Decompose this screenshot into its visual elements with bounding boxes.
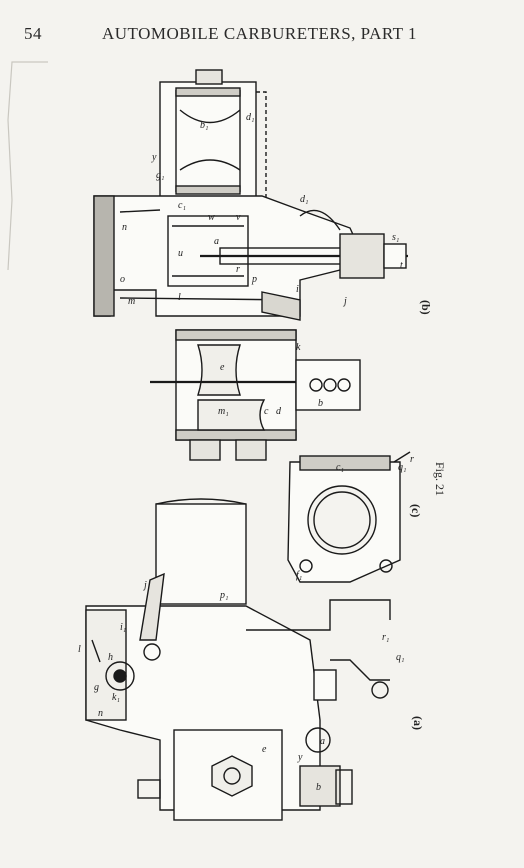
svg-text:i: i: [296, 284, 299, 295]
svg-text:n: n: [122, 222, 127, 233]
diagram-a-callouts: j p₁ h i₁ l g k₁ n r₁ q₁ a b e y: [78, 580, 404, 793]
svg-text:g: g: [94, 682, 99, 693]
margin-pencil-mark: [7, 61, 48, 271]
svg-text:b: b: [316, 782, 321, 793]
svg-text:y: y: [297, 752, 303, 763]
svg-text:m₁: m₁: [218, 406, 229, 417]
svg-text:a: a: [214, 236, 219, 247]
svg-text:j: j: [142, 580, 147, 591]
panel-label-a: (a): [411, 716, 425, 730]
svg-text:a: a: [320, 736, 325, 747]
svg-text:h: h: [108, 652, 113, 663]
svg-text:s₁: s₁: [392, 232, 399, 243]
panel-label-c: (c): [409, 504, 423, 517]
svg-text:n: n: [98, 708, 103, 719]
svg-text:r₁: r₁: [382, 632, 389, 643]
svg-text:b₁: b₁: [200, 120, 208, 131]
diagram-b-sectional-view: [93, 69, 408, 461]
figure-caption: Fig. 21: [433, 462, 447, 496]
svg-text:i₁: i₁: [120, 622, 126, 633]
svg-text:q₁: q₁: [398, 462, 406, 473]
svg-text:k: k: [296, 342, 301, 353]
svg-text:l: l: [178, 292, 181, 303]
svg-text:e: e: [220, 362, 225, 373]
svg-text:q₁: q₁: [396, 652, 404, 663]
svg-text:c₁: c₁: [336, 462, 344, 473]
svg-text:t: t: [400, 260, 403, 271]
diagram-c-callouts: c₁ q₁ r f₁: [296, 454, 414, 581]
svg-text:b: b: [318, 398, 323, 409]
svg-text:m: m: [128, 296, 135, 307]
svg-text:v: v: [236, 212, 241, 223]
svg-text:w: w: [208, 212, 215, 223]
diagram-a-external-view: [85, 498, 391, 821]
svg-text:r: r: [410, 454, 414, 465]
svg-text:c₁: c₁: [178, 200, 186, 211]
svg-text:y: y: [151, 152, 157, 163]
svg-text:c: c: [264, 406, 269, 417]
page-number: 54: [24, 24, 42, 43]
svg-text:k₁: k₁: [112, 692, 120, 703]
svg-text:o: o: [120, 274, 125, 285]
svg-text:f₁: f₁: [296, 570, 302, 581]
running-head: AUTOMOBILE CARBURETERS, PART 1: [102, 24, 417, 43]
svg-text:u: u: [178, 248, 183, 259]
svg-text:d₁: d₁: [246, 112, 254, 123]
page-header: 54 AUTOMOBILE CARBURETERS, PART 1: [24, 24, 504, 44]
svg-text:p: p: [251, 274, 257, 285]
svg-text:p₁: p₁: [219, 590, 228, 601]
panel-label-b: (b): [419, 300, 433, 315]
svg-text:g₁: g₁: [156, 170, 164, 181]
svg-text:d: d: [276, 406, 282, 417]
diagram-c-flange-view: [287, 451, 411, 583]
svg-text:d₁: d₁: [300, 194, 308, 205]
svg-text:l: l: [78, 644, 81, 655]
svg-text:e: e: [262, 744, 267, 755]
svg-text:r: r: [236, 264, 240, 275]
svg-text:j: j: [342, 296, 347, 307]
